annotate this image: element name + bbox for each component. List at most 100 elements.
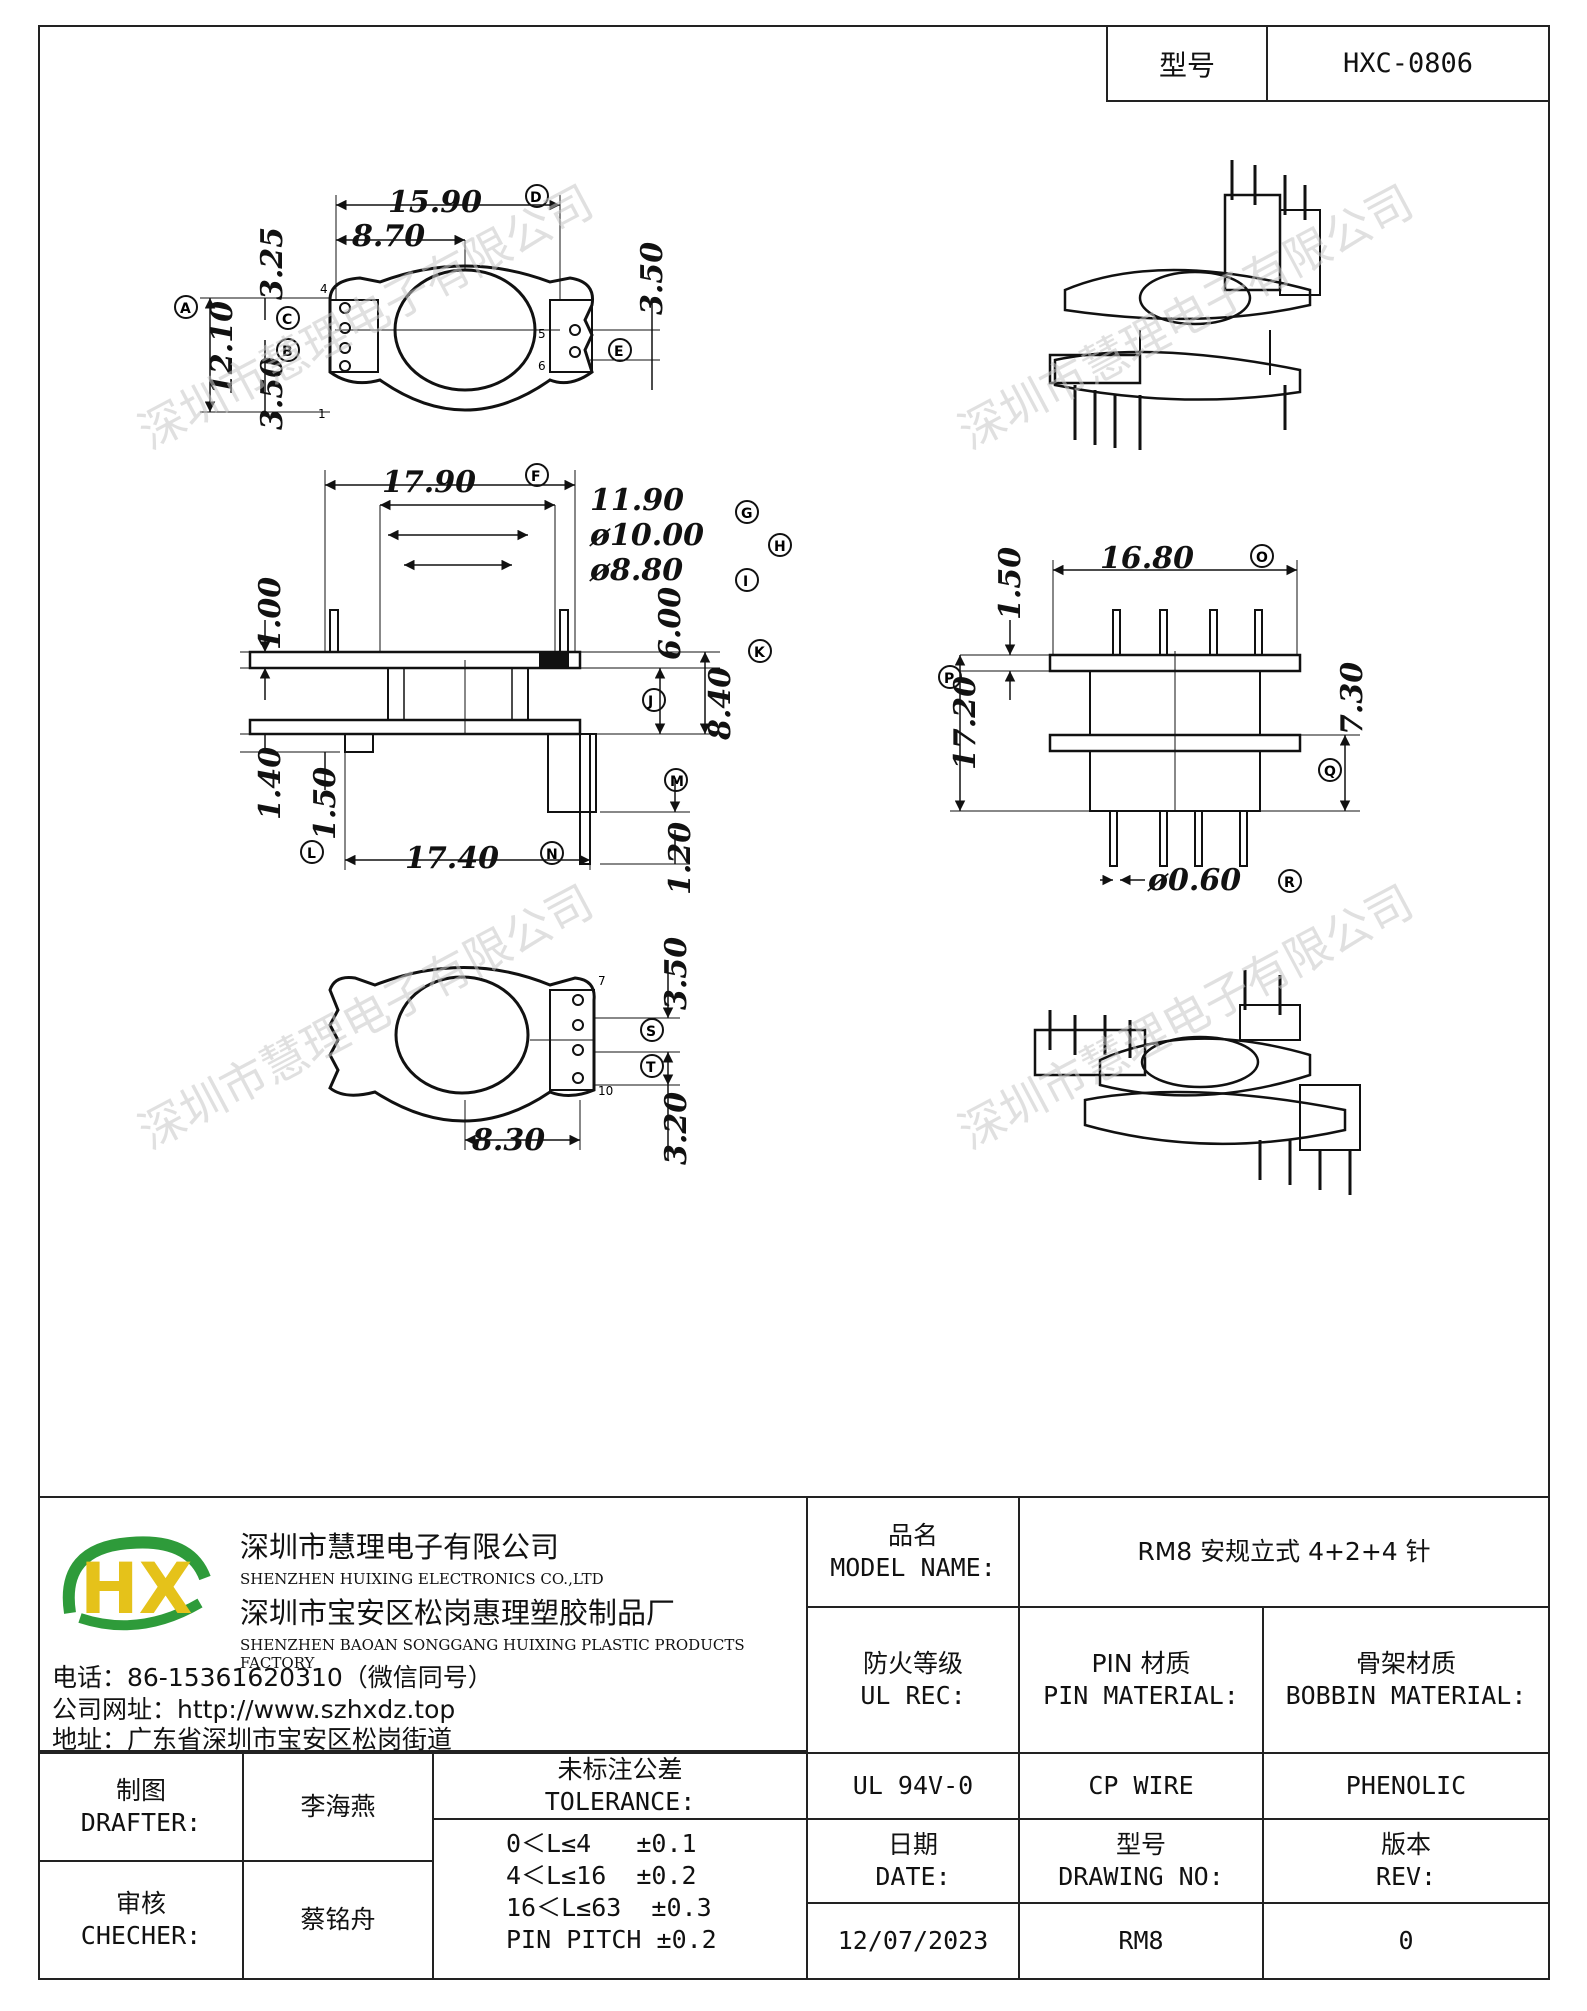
company-phone: 电话：86-15361620310（微信同号）: [52, 1663, 493, 1692]
tag-n: N: [546, 847, 558, 863]
dim-k: 8.40: [703, 667, 738, 741]
date-cn: 日期: [887, 1830, 938, 1859]
dim-a: 12.10: [205, 301, 240, 395]
pin-5-label: 5: [538, 327, 546, 341]
bobbin-material-en: BOBBIN MATERIAL:: [1285, 1681, 1527, 1710]
ul-label: 防火等级 UL REC:: [806, 1606, 1020, 1754]
drawing-no-label: 型号 DRAWING NO:: [1018, 1818, 1264, 1904]
company-info: HX 深圳市慧理电子有限公司 SHENZHEN HUIXING ELECTRON…: [38, 1496, 808, 1754]
drafter-en: DRAFTER:: [80, 1808, 202, 1837]
tag-a: A: [180, 301, 191, 317]
front-view: [240, 463, 792, 870]
technical-drawing: 15.90 D 8.70 12.10 A 3.25 C 3.50 B 3.50 …: [130, 160, 1422, 1195]
drafter-cn: 制图: [115, 1776, 166, 1805]
pin-10-label: 10: [598, 1084, 613, 1098]
date-label: 日期 DATE:: [806, 1818, 1020, 1904]
dim-i: ø8.80: [589, 553, 683, 588]
pin-4-label: 4: [320, 282, 328, 296]
factory-name-en: SHENZHEN BAOAN SONGGANG HUIXING PLASTIC …: [240, 1636, 745, 1672]
rev-value-cell: 0: [1262, 1902, 1550, 1980]
company-name-en: SHENZHEN HUIXING ELECTRONICS CO.,LTD: [240, 1570, 604, 1588]
dim-d: 15.90: [388, 185, 482, 220]
dim-120: 1.20: [663, 822, 698, 895]
dim-q: 7.30: [1335, 662, 1370, 735]
pin-1-label: 1: [318, 407, 326, 421]
tag-c: C: [282, 312, 292, 328]
company-name-cn: 深圳市慧理电子有限公司: [240, 1530, 560, 1564]
model-name-label: 品名 MODEL NAME:: [806, 1496, 1020, 1608]
tag-d: D: [530, 190, 542, 206]
drawing-no-en: DRAWING NO:: [1058, 1862, 1224, 1891]
logo-text: HX: [80, 1548, 193, 1630]
model-name-value: RM8 安规立式 4+2+4 针: [1137, 1537, 1431, 1566]
tag-t: T: [646, 1060, 656, 1076]
tolerance-cn: 未标注公差: [557, 1755, 683, 1784]
tag-j: J: [647, 694, 653, 710]
tag-p: P: [944, 671, 954, 687]
ul-value-cell: UL 94V-0: [806, 1752, 1020, 1820]
tolerance-row: 0＜L≤4 ±0.1: [506, 1829, 697, 1858]
ul-cn: 防火等级: [862, 1649, 963, 1678]
dim-g: 11.90: [590, 483, 684, 518]
tolerance-row: 16＜L≤63 ±0.3: [506, 1893, 712, 1922]
tolerance-table: 0＜L≤4 ±0.1 4＜L≤16 ±0.2 16＜L≤63 ±0.3 PIN …: [432, 1818, 808, 1980]
dim-r: ø0.60: [1147, 863, 1241, 898]
drawing-no-cn: 型号: [1115, 1830, 1166, 1859]
ul-en: UL REC:: [860, 1681, 966, 1710]
tag-l: L: [307, 846, 316, 862]
dim-o: 16.80: [1100, 541, 1194, 576]
dim-s: 3.50: [659, 937, 694, 1010]
top-view: [174, 184, 660, 413]
tag-g: G: [741, 506, 753, 522]
dim-100: 1.00: [253, 577, 288, 650]
title-block: HX 深圳市慧理电子有限公司 SHENZHEN HUIXING ELECTRON…: [38, 1496, 1550, 1980]
drafter-label: 制图 DRAFTER:: [38, 1752, 244, 1862]
tag-s: S: [646, 1024, 656, 1040]
pin-material-cn: PIN 材质: [1091, 1649, 1191, 1678]
watermark-3: 深圳市慧理电子有限公司: [130, 874, 602, 1159]
drawing-no-value-cell: RM8: [1018, 1902, 1264, 1980]
dim-e: 3.50: [635, 242, 670, 315]
company-logo: HX: [62, 1536, 211, 1631]
watermark-1: 深圳市慧理电子有限公司: [130, 174, 602, 459]
dim-f: 17.90: [382, 465, 476, 500]
watermark-4: 深圳市慧理电子有限公司: [950, 874, 1422, 1159]
checker-cn: 审核: [115, 1889, 166, 1918]
dim-c: 3.25: [255, 227, 290, 300]
tag-k: K: [754, 645, 766, 661]
drawing-no-value: RM8: [1118, 1926, 1164, 1955]
pin-7-label: 7: [598, 974, 606, 988]
dim-j: 6.00: [653, 587, 688, 660]
dim-150: 1.50: [993, 547, 1028, 620]
bobbin-material-label: 骨架材质 BOBBIN MATERIAL:: [1262, 1606, 1550, 1754]
dim-h: ø10.00: [589, 518, 704, 553]
tolerance-row: 4＜L≤16 ±0.2: [506, 1861, 697, 1890]
dim-870: 8.70: [351, 219, 425, 254]
tag-o: O: [1256, 550, 1268, 566]
drafter-name-cell: 李海燕: [242, 1752, 434, 1862]
type-value: HXC-0806: [1342, 48, 1474, 79]
tag-b: B: [282, 344, 293, 360]
tag-e: E: [614, 344, 624, 360]
dim-n: 17.40: [405, 841, 499, 876]
company-address: 地址：广东省深圳市宝安区松岗街道: [52, 1725, 453, 1754]
dim-830: 8.30: [471, 1123, 545, 1158]
date-en: DATE:: [875, 1862, 951, 1891]
company-website[interactable]: 公司网址：http://www.szhxdz.top: [52, 1695, 456, 1724]
tag-q: Q: [1324, 764, 1336, 780]
tag-r: R: [1284, 875, 1295, 891]
checker-name-cell: 蔡铭舟: [242, 1860, 434, 1980]
dim-l: 1.50: [308, 767, 343, 840]
dim-b: 3.50: [255, 357, 290, 430]
isometric-view-1: [1048, 160, 1321, 450]
model-name-cn: 品名: [887, 1521, 938, 1550]
rev-en: REV:: [1375, 1862, 1437, 1891]
side-view: [938, 544, 1360, 893]
ul-value: UL 94V-0: [852, 1771, 974, 1800]
tag-i: I: [743, 574, 748, 590]
dim-p: 17.20: [948, 676, 983, 770]
tolerance-label: 未标注公差 TOLERANCE:: [432, 1752, 808, 1820]
tolerance-en: TOLERANCE:: [544, 1787, 696, 1816]
checker-name: 蔡铭舟: [300, 1905, 376, 1934]
type-box: 型号 HXC-0806: [1106, 25, 1550, 102]
